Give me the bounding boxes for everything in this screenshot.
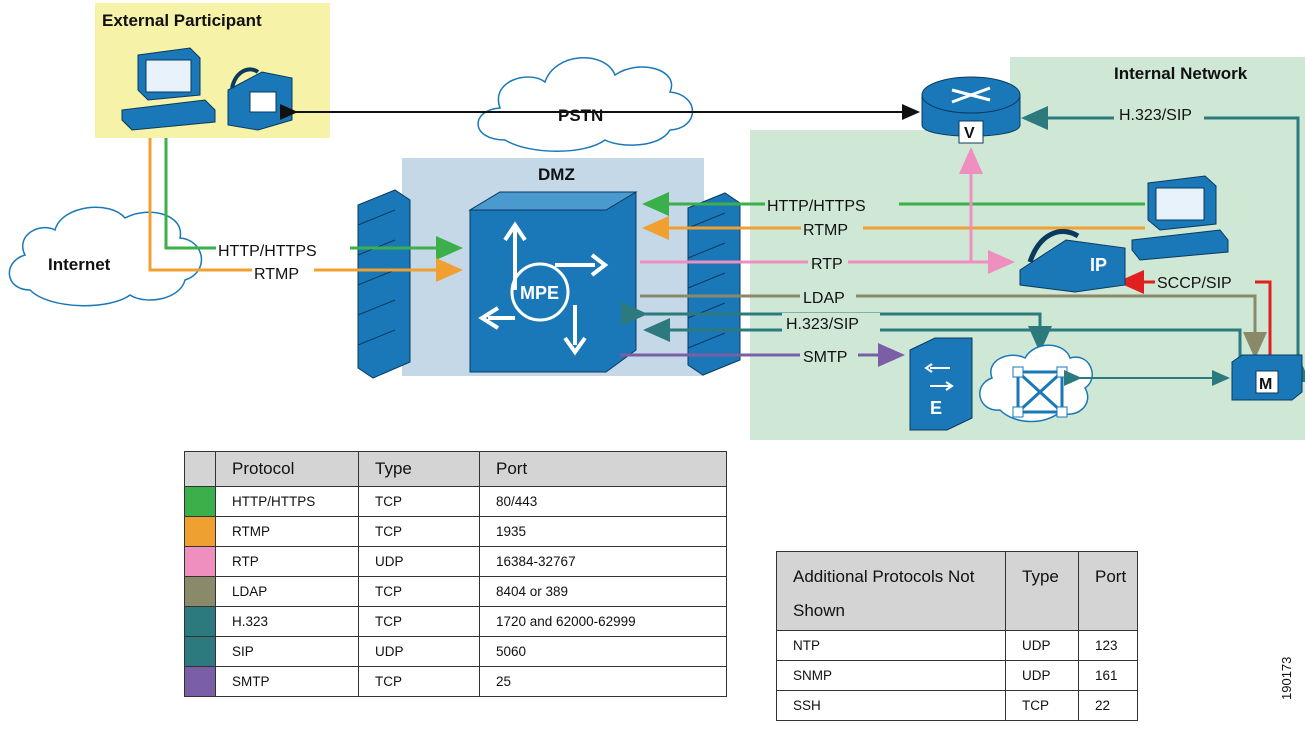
- protocol-protocol-cell: H.323: [215, 606, 359, 637]
- additional-protocol-header: Additional Protocols Not Shown: [776, 551, 1006, 631]
- protocol-type-cell: TCP: [358, 606, 480, 637]
- port-header: Port: [479, 451, 727, 487]
- protocol-port-cell: 25: [479, 666, 727, 697]
- dmz-label: DMZ: [538, 165, 575, 184]
- protocol-protocol-cell: LDAP: [215, 576, 359, 607]
- h323-mid-label: H.323/SIP: [786, 316, 859, 333]
- type-header: Type: [358, 451, 480, 487]
- h323-top-label: H.323/SIP: [1119, 107, 1192, 124]
- sccp-label: SCCP/SIP: [1157, 275, 1232, 292]
- h323-mid-branch: [621, 302, 1052, 353]
- protocol-port-cell: 1720 and 62000-62999: [479, 606, 727, 637]
- internal-computer-icon: [1131, 175, 1229, 261]
- additional-protocols-table: Additional Protocols Not Shown Type Port…: [776, 551, 1138, 721]
- protocol-protocol-cell: RTMP: [215, 516, 359, 547]
- voice-router-icon: V: [921, 76, 1021, 144]
- swatch-header: [184, 451, 216, 487]
- protocol-color-swatch: [184, 606, 216, 637]
- rtmp-in-link: [148, 138, 463, 282]
- exchange-badge: E: [930, 398, 942, 418]
- external-computer-icon: [121, 47, 216, 131]
- external-phone-icon: [227, 67, 293, 131]
- protocol-type-cell: TCP: [358, 666, 480, 697]
- protocol-protocol-cell: HTTP/HTTPS: [215, 486, 359, 517]
- additional-protocol-cell: NTP: [776, 630, 1006, 661]
- protocol-port-cell: 1935: [479, 516, 727, 547]
- additional-type-cell: UDP: [1005, 660, 1079, 691]
- protocol-port-cell: 5060: [479, 636, 727, 667]
- firewall-left-icon: [357, 189, 411, 379]
- ip-phone-icon: IP: [1019, 229, 1126, 293]
- exchange-server-icon: E: [909, 337, 973, 431]
- ldap-label: LDAP: [803, 290, 845, 307]
- http-in-link: [164, 138, 463, 260]
- protocol-port-cell: 16384-32767: [479, 546, 727, 577]
- protocol-type-cell: UDP: [358, 546, 480, 577]
- additional-protocol-cell: SSH: [776, 690, 1006, 721]
- protocol-color-swatch: [184, 666, 216, 697]
- mpe-label: MPE: [520, 283, 559, 303]
- protocol-color-swatch: [184, 546, 216, 577]
- additional-protocol-cell: SNMP: [776, 660, 1006, 691]
- protocol-color-swatch: [184, 636, 216, 667]
- manager-badge: M: [1259, 376, 1272, 393]
- additional-port-cell: 123: [1078, 630, 1138, 661]
- smtp-label: SMTP: [803, 349, 847, 366]
- protocol-type-cell: UDP: [358, 636, 480, 667]
- communications-manager-icon: M: [1231, 354, 1303, 401]
- protocol-color-swatch: [184, 516, 216, 547]
- protocol-protocol-cell: RTP: [215, 546, 359, 577]
- http-in-label: HTTP/HTTPS: [218, 243, 317, 260]
- protocol-type-cell: TCP: [358, 486, 480, 517]
- rtmp-in-label: RTMP: [254, 266, 299, 283]
- rtmp-out-label: RTMP: [803, 222, 848, 239]
- protocol-color-swatch: [184, 576, 216, 607]
- additional-port-header: Port: [1078, 551, 1138, 631]
- internal-zone-label: Internal Network: [1114, 64, 1248, 83]
- network-diagram: External Participant Internal Network DM…: [8, 3, 1305, 440]
- unified-cm-cluster-icon: [979, 344, 1093, 423]
- rtp-label: RTP: [811, 256, 843, 273]
- pstn-label: PSTN: [558, 106, 603, 125]
- protocol-protocol-cell: SIP: [215, 636, 359, 667]
- additional-port-cell: 22: [1078, 690, 1138, 721]
- protocol-protocol-cell: SMTP: [215, 666, 359, 697]
- router-badge: V: [964, 125, 975, 142]
- protocol-color-swatch: [184, 486, 216, 517]
- additional-type-header: Type: [1005, 551, 1079, 631]
- protocol-header: Protocol: [215, 451, 359, 487]
- figure-id: 190173: [1279, 656, 1294, 700]
- internet-cloud: Internet: [8, 206, 202, 307]
- pstn-cloud: PSTN: [477, 56, 694, 152]
- protocol-type-cell: TCP: [358, 516, 480, 547]
- ip-phone-badge: IP: [1090, 255, 1107, 275]
- http-out-label: HTTP/HTTPS: [767, 198, 866, 215]
- additional-type-cell: TCP: [1005, 690, 1079, 721]
- additional-port-cell: 161: [1078, 660, 1138, 691]
- external-zone-label: External Participant: [102, 11, 262, 30]
- firewall-right-icon: [687, 192, 741, 376]
- internet-label: Internet: [48, 255, 111, 274]
- additional-type-cell: UDP: [1005, 630, 1079, 661]
- mpe-icon: MPE: [468, 191, 638, 373]
- protocol-type-cell: TCP: [358, 576, 480, 607]
- protocol-port-cell: 8404 or 389: [479, 576, 727, 607]
- protocol-port-cell: 80/443: [479, 486, 727, 517]
